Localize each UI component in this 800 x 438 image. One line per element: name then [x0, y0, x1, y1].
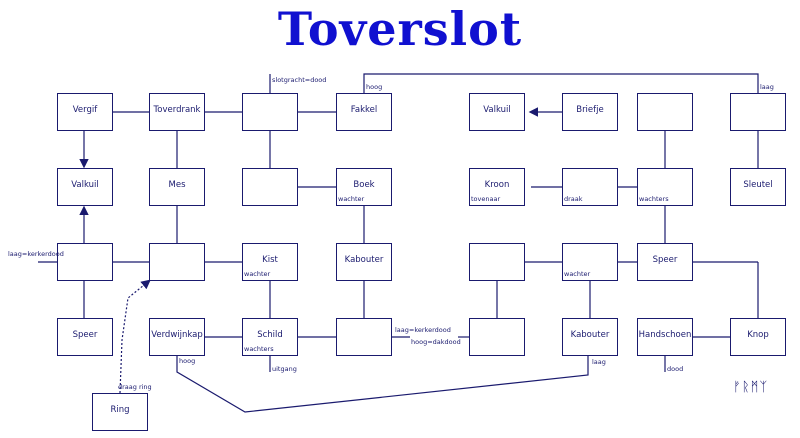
room-label: Ring [110, 405, 130, 415]
room-kroon: Kroon [469, 168, 525, 206]
edge-label: draag ring [118, 383, 152, 391]
room-label: Handschoen [638, 330, 692, 340]
room-boek: Boek [336, 168, 392, 206]
edge-label: laag [760, 83, 774, 91]
room-label: Kabouter [344, 255, 384, 265]
edge-label: laag [592, 358, 606, 366]
room-label: Schild [257, 330, 283, 340]
room-toverdrank: Toverdrank [149, 93, 205, 131]
room-fakkel: Fakkel [336, 93, 392, 131]
room-label: Speer [72, 330, 98, 340]
room-empty [562, 243, 618, 281]
room-label: Valkuil [483, 105, 511, 115]
room-empty [242, 93, 298, 131]
room-label: Boek [353, 180, 375, 190]
edge-label: hoog [366, 83, 383, 91]
room-empty [469, 318, 525, 356]
runes-signature: ᚠᚱᛗᛉ [733, 380, 769, 395]
edge-label: laag=kerkerdood [395, 326, 451, 334]
room-sleutel: Sleutel [730, 168, 786, 206]
room-label: Kabouter [570, 330, 610, 340]
room-handschoen: Handschoen [637, 318, 693, 356]
room-label: Verdwijnkap [151, 330, 203, 340]
room-label: Sleutel [743, 180, 773, 190]
edge-label: wachter [564, 270, 591, 278]
room-label: Mes [168, 180, 186, 190]
room-empty [562, 168, 618, 206]
edge-label: uitgang [272, 365, 297, 373]
room-label: Vergif [72, 105, 98, 115]
room-empty [149, 243, 205, 281]
room-empty [336, 318, 392, 356]
room-label: Knop [747, 330, 769, 340]
room-knop: Knop [730, 318, 786, 356]
page-title: Toverslot [277, 2, 523, 56]
room-mes: Mes [149, 168, 205, 206]
room-empty [57, 243, 113, 281]
room-label: Toverdrank [153, 105, 201, 115]
room-empty [242, 168, 298, 206]
edge-label: dood [667, 365, 684, 373]
edge-label: wachter [338, 195, 365, 203]
room-vergif: Vergif [57, 93, 113, 131]
room-empty [730, 93, 786, 131]
room-kabouter: Kabouter [336, 243, 392, 281]
edge-label: wachter [244, 270, 271, 278]
room-empty [469, 243, 525, 281]
room-speer: Speer [57, 318, 113, 356]
room-label: Kist [262, 255, 278, 265]
room-valkuil: Valkuil [469, 93, 525, 131]
edge-label: wachters [244, 345, 274, 353]
room-label: Fakkel [350, 105, 378, 115]
edge-label: hoog [179, 357, 196, 365]
room-schild: Schild [242, 318, 298, 356]
edge-label: slotgracht=dood [272, 76, 327, 84]
room-kabouter: Kabouter [562, 318, 618, 356]
room-label: Valkuil [71, 180, 99, 190]
edge-label: tovenaar [471, 195, 501, 203]
edge-label: hoog=dakdood [411, 338, 461, 346]
room-label: Kroon [484, 180, 510, 190]
room-briefje: Briefje [562, 93, 618, 131]
room-valkuil: Valkuil [57, 168, 113, 206]
edge-label: draak [564, 195, 583, 203]
room-empty [637, 93, 693, 131]
edge-label: wachters [639, 195, 669, 203]
edge-label: laag=kerkerdood [8, 250, 64, 258]
room-empty [637, 168, 693, 206]
room-kist: Kist [242, 243, 298, 281]
room-speer: Speer [637, 243, 693, 281]
room-label: Briefje [576, 105, 604, 115]
room-verdwijnkap: Verdwijnkap [149, 318, 205, 356]
room-label: Speer [652, 255, 678, 265]
room-ring: Ring [92, 393, 148, 431]
